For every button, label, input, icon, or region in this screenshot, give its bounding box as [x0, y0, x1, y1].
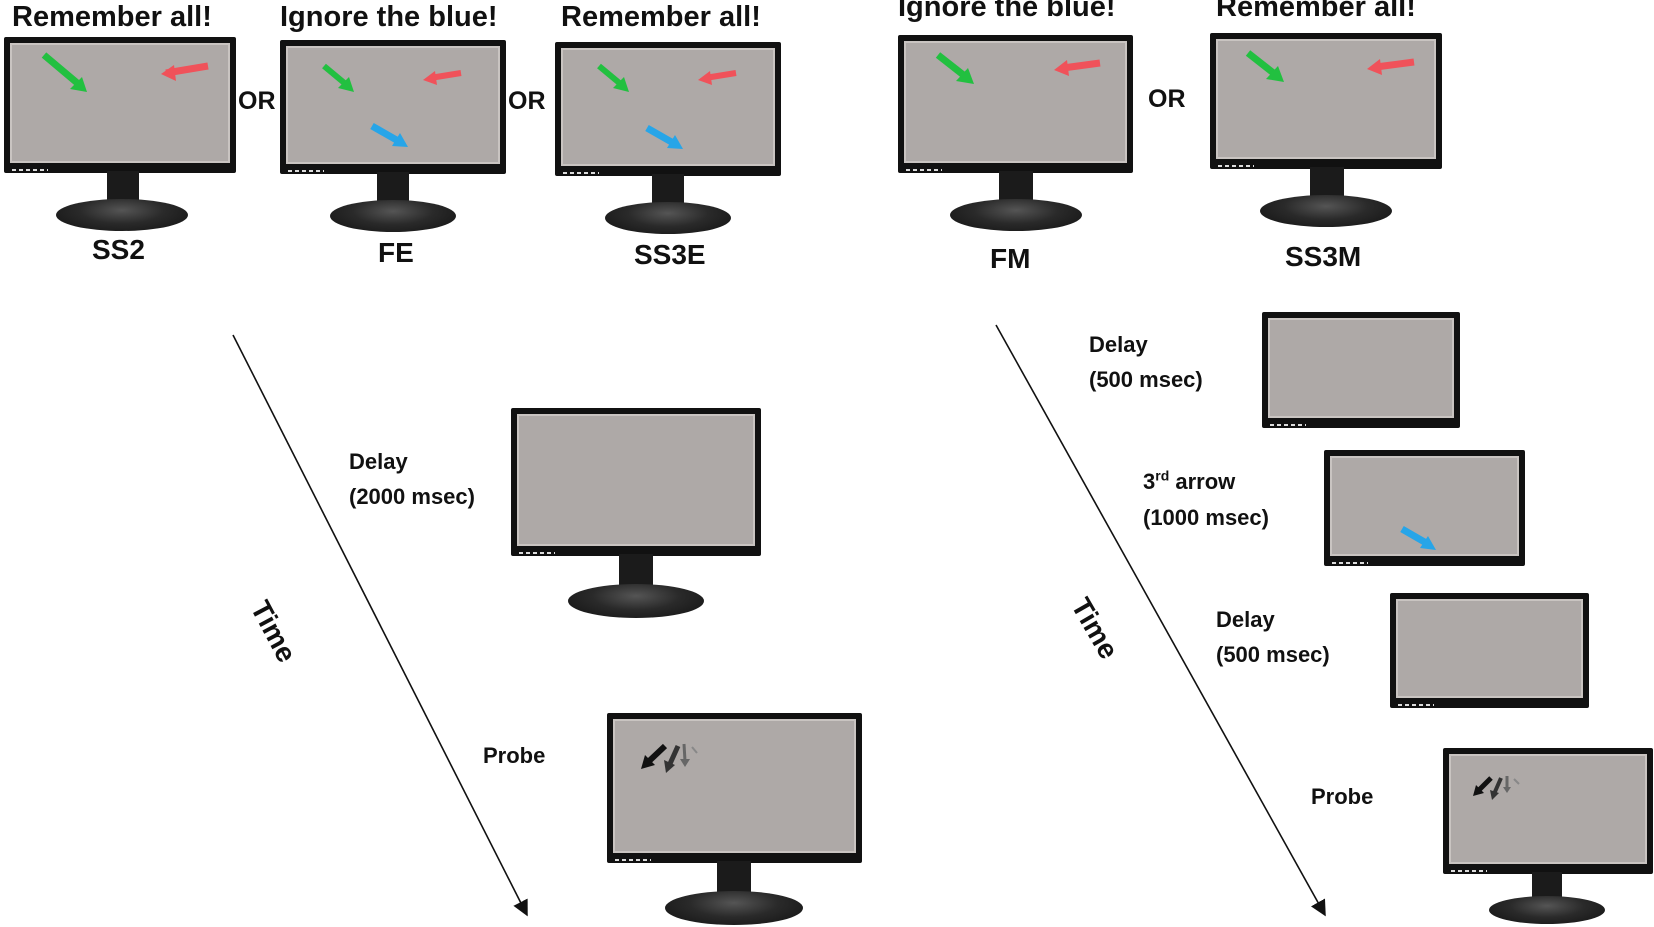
or-label: OR — [508, 87, 546, 115]
monitor-icon — [607, 713, 862, 863]
monitor-icon — [1443, 748, 1653, 874]
header-ss3e: Remember all! — [561, 1, 761, 33]
monitor-ss3e — [555, 42, 781, 234]
monitor-ss2 — [4, 37, 236, 231]
monitor-delay-2000 — [511, 408, 761, 618]
condition-ss3m: SS3M — [1285, 241, 1362, 272]
monitor-icon — [4, 37, 236, 173]
screen-delay-500-2 — [1390, 593, 1589, 708]
green-arrow-icon — [1245, 50, 1279, 78]
blue-arrow-icon — [370, 122, 402, 146]
header-fe: Ignore the blue! — [280, 1, 498, 33]
third-arrow-label: 3rd arrow — [1143, 467, 1236, 494]
screen-third-arrow — [1324, 450, 1525, 566]
probe-label: Probe — [483, 743, 546, 768]
delay-duration: (500 msec) — [1216, 642, 1330, 667]
or-label: OR — [238, 87, 276, 115]
monitor-icon — [280, 40, 506, 174]
delay-label: Delay — [1089, 332, 1148, 357]
blue-arrow-icon — [645, 124, 677, 148]
red-arrow-icon — [1375, 58, 1415, 71]
left-time-arrow — [232, 334, 528, 917]
or-label: OR — [1148, 85, 1186, 113]
third-arrow-duration: (1000 msec) — [1143, 505, 1269, 530]
condition-fe: FE — [378, 237, 414, 268]
screen-delay-500-1 — [1262, 312, 1460, 428]
monitor-probe — [1443, 748, 1653, 924]
monitor-icon — [511, 408, 761, 556]
delay-label: Delay — [349, 449, 408, 474]
blue-arrow-icon — [1400, 525, 1430, 548]
red-arrow-icon — [1062, 59, 1101, 72]
monitor-fe — [280, 40, 506, 232]
header-ss2: Remember all! — [12, 1, 212, 33]
condition-fm: FM — [990, 243, 1031, 274]
header-ss3m: Remember all! — [1216, 0, 1416, 23]
delay-label: Delay — [1216, 607, 1275, 632]
probe-label: Probe — [1311, 784, 1374, 809]
green-arrow-head — [70, 77, 87, 92]
delay-duration: (2000 msec) — [349, 484, 475, 509]
green-arrow-icon — [935, 52, 969, 80]
monitor-icon — [1262, 312, 1460, 428]
monitor-ss3m — [1210, 33, 1442, 227]
monitor-icon — [555, 42, 781, 176]
header-fm: Ignore the blue! — [898, 0, 1116, 23]
probe-arrows-icon — [641, 743, 698, 773]
condition-ss2: SS2 — [92, 234, 145, 265]
monitor-fm — [898, 35, 1133, 231]
monitor-probe — [607, 713, 862, 925]
green-arrow-icon — [41, 52, 85, 90]
red-arrow-head — [161, 65, 176, 81]
delay-duration: (500 msec) — [1089, 367, 1203, 392]
probe-arrows-icon — [1473, 776, 1520, 800]
right-time-arrow — [995, 324, 1326, 917]
condition-ss3e: SS3E — [634, 239, 706, 270]
monitor-icon — [1390, 593, 1589, 708]
